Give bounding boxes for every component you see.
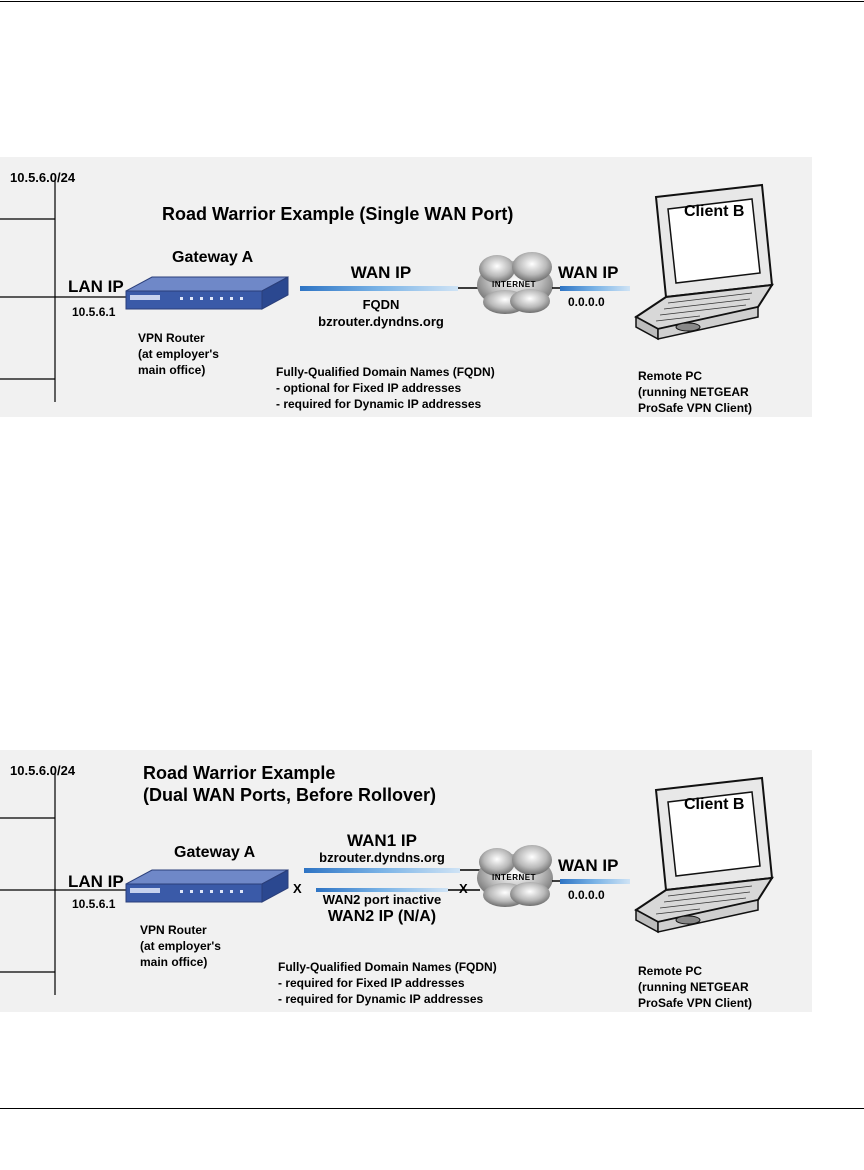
router-description: VPN Router (at employer's main office) [140, 923, 221, 969]
subnet-label: 10.5.6.0/24 [10, 170, 76, 185]
subnet-label: 10.5.6.0/24 [10, 763, 76, 778]
lan-ip-label: LAN IP [68, 872, 124, 891]
client-link [560, 879, 630, 884]
client-wan-ip-label: WAN IP [558, 263, 619, 282]
router-icon [125, 869, 289, 903]
client-label: Client B [684, 796, 745, 813]
client-label: Client B [684, 203, 745, 220]
lan-ip-value: 10.5.6.1 [72, 305, 116, 319]
wan2-disconnected-x-right: X [459, 881, 468, 896]
router-description: VPN Router (at employer's main office) [138, 331, 219, 377]
wan2-disconnected-x-left: X [293, 881, 302, 896]
wan2-ip-label: WAN2 IP (N/A) [327, 908, 437, 925]
diagram-graphics [0, 773, 774, 995]
diagram-title: Road Warrior Example (Dual WAN Ports, Be… [143, 763, 437, 805]
client-ip-value: 0.0.0.0 [568, 888, 605, 902]
lan-ip-value: 10.5.6.1 [72, 897, 116, 911]
internet-label: INTERNET [492, 280, 536, 289]
internet-cloud-icon [477, 845, 553, 907]
fqdn-label: FQDN [362, 297, 400, 312]
fqdn-note: Fully-Qualified Domain Names (FQDN) - op… [276, 365, 495, 411]
diagram-graphics [0, 180, 774, 402]
internet-cloud-icon [477, 252, 553, 314]
wan1-link [304, 868, 460, 873]
client-ip-value: 0.0.0.0 [568, 295, 605, 309]
wan-link [300, 286, 458, 291]
wan2-status: WAN2 port inactive [322, 892, 442, 907]
road-warrior-single-wan-diagram: 10.5.6.0/24 Road Warrior Example (Single… [0, 157, 812, 417]
client-link [560, 286, 630, 291]
client-description: Remote PC (running NETGEAR ProSafe VPN C… [638, 369, 753, 415]
internet-label: INTERNET [492, 873, 536, 882]
laptop-icon [634, 183, 774, 341]
lan-ip-label: LAN IP [68, 277, 124, 296]
client-description: Remote PC (running NETGEAR ProSafe VPN C… [638, 964, 753, 1010]
wan-ip-label: WAN IP [350, 263, 412, 282]
laptop-icon [634, 776, 774, 934]
client-wan-ip-label: WAN IP [558, 856, 619, 875]
fqdn-note: Fully-Qualified Domain Names (FQDN) - re… [278, 960, 497, 1006]
wan1-ip-label: WAN1 IP [347, 831, 417, 850]
top-rule [0, 1, 864, 2]
diagram-title: Road Warrior Example (Single WAN Port) [162, 204, 514, 224]
road-warrior-dual-wan-diagram: 10.5.6.0/24 Road Warrior Example (Dual W… [0, 750, 812, 1012]
fqdn-hostname: bzrouter.dyndns.org [319, 850, 445, 865]
wan2-link [316, 888, 448, 892]
gateway-label: Gateway A [174, 844, 256, 861]
gateway-label: Gateway A [172, 249, 254, 266]
router-icon [125, 276, 289, 310]
bottom-rule [0, 1108, 864, 1109]
fqdn-hostname: bzrouter.dyndns.org [318, 314, 444, 329]
